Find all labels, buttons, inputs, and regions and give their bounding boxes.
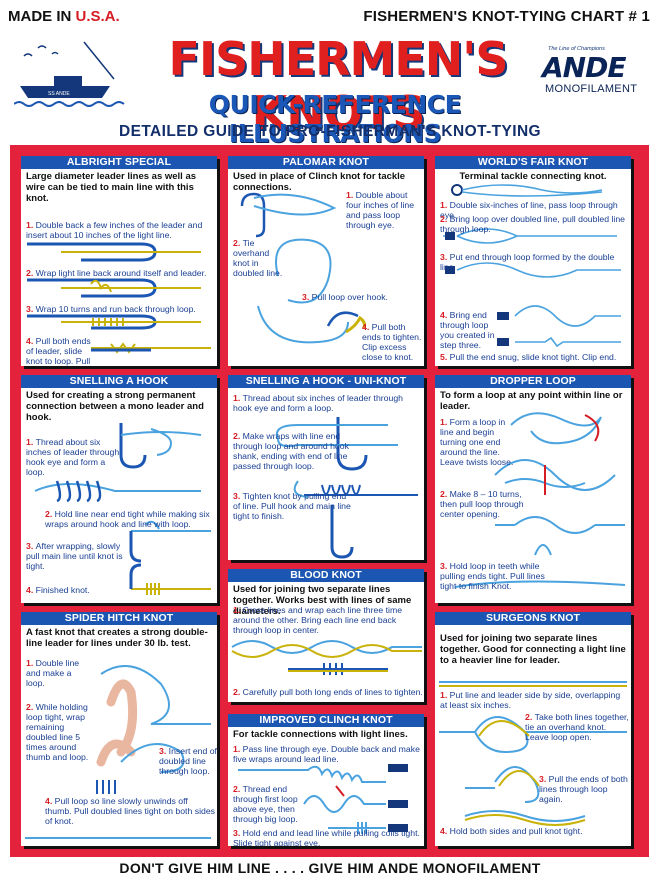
step-2: 2. Carefully pull both long ends of line… <box>233 687 423 697</box>
panel-description: Used in place of Clinch knot for tackle … <box>233 171 406 193</box>
step-2: 2. Tie overhand knot in doubled line. <box>233 238 283 278</box>
step-1: 1. Double back a few inches of the leade… <box>26 220 203 240</box>
panel-title: SNELLING A HOOK - UNI-KNOT <box>228 375 424 388</box>
made-in-label: MADE IN U.S.A. <box>8 8 120 25</box>
step-1: 1. Double line and make a loop. <box>26 658 80 688</box>
panel-description: Used for joining two separate lines toge… <box>233 584 412 617</box>
panel-improved-clinch-knot: IMPROVED CLINCH KNOT For tackle connecti… <box>228 714 424 846</box>
panel-description: For tackle connections with light lines. <box>233 729 408 740</box>
step-4: 4. Hold both sides and pull knot tight. <box>440 826 583 836</box>
footer-slogan: DON'T GIVE HIM LINE . . . . GIVE HIM AND… <box>119 860 541 876</box>
step-4: 4. Pull both ends to tighten. Clip exces… <box>362 322 422 362</box>
step-3: 3. Tighten knot by pulling end of line. … <box>233 491 351 521</box>
panel-title: ALBRIGHT SPECIAL <box>21 156 217 169</box>
panel-description: Used for creating a strong permanent con… <box>26 390 204 423</box>
step-3: 3. Insert end of doubled line through lo… <box>159 746 217 776</box>
step-3: 3. Hold loop in teeth while pulling ends… <box>440 561 545 591</box>
panel-snelling-a-hook: SNELLING A HOOK Used for creating a stro… <box>21 375 217 603</box>
panel-title: SNELLING A HOOK <box>21 375 217 388</box>
step-1: 1. Pass line through eye. Double back an… <box>233 744 420 764</box>
panel-snelling-uni-knot: SNELLING A HOOK - UNI-KNOT 1. Thread abo… <box>228 375 424 560</box>
chart-number: FISHERMEN'S KNOT-TYING CHART # 1 <box>363 8 650 25</box>
panel-title: WORLD'S FAIR KNOT <box>435 156 631 169</box>
step-1: 1. Cross lines and wrap each line three … <box>233 605 403 635</box>
panel-title: PALOMAR KNOT <box>228 156 424 169</box>
panel-blood-knot: BLOOD KNOT Used for joining two separate… <box>228 569 424 702</box>
step-2: 2. Wrap light line back around itself an… <box>26 268 207 278</box>
guide-heading: DETAILED GUIDE TO PRO-FISHERMAN'S KNOT-T… <box>119 123 541 140</box>
panel-albright-special: ALBRIGHT SPECIAL Large diameter leader l… <box>21 156 217 366</box>
panel-description: Terminal tackle connecting knot. <box>459 171 607 182</box>
panel-worlds-fair-knot: WORLD'S FAIR KNOT Terminal tackle connec… <box>435 156 631 366</box>
step-4: 4. Pull both ends of leader, slide knot … <box>26 336 91 366</box>
panel-title: SURGEONS KNOT <box>435 612 631 625</box>
panel-surgeons-knot: SURGEONS KNOT Used for joining two separ… <box>435 612 631 846</box>
step-2: 2. Thread end through first loop above e… <box>233 784 298 824</box>
step-2: 2. Hold line near end tight while making… <box>45 509 210 529</box>
step-1: 1. Double six-inches of line, pass loop … <box>440 200 618 220</box>
panel-description: Large diameter leader lines as well as w… <box>26 171 197 204</box>
panel-title: BLOOD KNOT <box>228 569 424 582</box>
subtitle: QUICK-REFERENCE ILLUSTRATIONS <box>208 90 462 148</box>
step-1: 1. Form a loop in line and begin turning… <box>440 417 514 467</box>
top-bar: MADE IN U.S.A. FISHERMEN'S KNOT-TYING CH… <box>0 0 660 30</box>
logo-tagline: The Line of Champions <box>548 46 605 52</box>
step-3: 3. Wrap 10 turns and run back through lo… <box>26 304 196 314</box>
step-5: 5. Pull the end snug, slide knot tight. … <box>440 352 617 362</box>
step-2: 2. Make 8 – 10 turns, then pull loop thr… <box>440 489 524 519</box>
panel-spider-hitch-knot: SPIDER HITCH KNOT A fast knot that creat… <box>21 612 217 846</box>
step-1: 1. Thread about six inches of leader thr… <box>233 393 404 413</box>
fishing-boat-illustration: SS ANDE <box>14 41 125 107</box>
logo-product: MONOFILAMENT <box>545 83 638 95</box>
header-banner: SS ANDE FISHERMEN'S KNOTS QUICK-REFERENC… <box>10 30 650 148</box>
panel-title: DROPPER LOOP <box>435 375 631 388</box>
ande-logo: The Line of Champions ANDE MONOFILAMENT <box>530 46 650 96</box>
panel-palomar-knot: PALOMAR KNOT Used in place of Clinch kno… <box>228 156 424 366</box>
panel-title: SPIDER HITCH KNOT <box>21 612 217 625</box>
step-4: 4. Bring end through loop you created in… <box>440 310 495 350</box>
panel-description: A fast knot that creates a strong double… <box>26 627 208 649</box>
step-3: 3. Hold end and lead line while pulling … <box>233 828 420 846</box>
panel-description: Used for joining two separate lines toge… <box>440 633 626 666</box>
step-3: 3. Pull loop over hook. <box>302 292 388 302</box>
panel-dropper-loop: DROPPER LOOP To form a loop at any point… <box>435 375 631 603</box>
step-1: 1. Double about four inches of line and … <box>346 190 415 230</box>
step-2: 2. Make wraps with line end through loop… <box>233 431 349 471</box>
panel-title: IMPROVED CLINCH KNOT <box>228 714 424 727</box>
panel-description: To form a loop at any point within line … <box>440 390 623 412</box>
step-3: 3. Put end through loop formed by the do… <box>440 252 615 272</box>
step-2: 2. Take both lines together, tie an over… <box>525 712 629 742</box>
step-1: 1. Thread about six inches of leader thr… <box>26 437 120 477</box>
step-1: 1. Put line and leader side by side, ove… <box>440 690 621 710</box>
logo-brand: ANDE <box>542 51 626 84</box>
step-3: 3. After wrapping, slowly pull main line… <box>26 541 123 571</box>
boat-name: SS ANDE <box>48 91 70 97</box>
step-4: 4. Finished knot. <box>26 585 90 595</box>
step-2: 2. Bring loop over doubled line, pull do… <box>440 214 625 234</box>
main-title: FISHERMEN'S KNOTS <box>168 32 509 140</box>
step-3: 3. Pull the ends of both lines through l… <box>539 774 628 804</box>
step-2: 2. While holding loop tight, wrap remain… <box>26 702 89 762</box>
step-4: 4. Pull loop so line slowly unwinds off … <box>45 796 216 826</box>
